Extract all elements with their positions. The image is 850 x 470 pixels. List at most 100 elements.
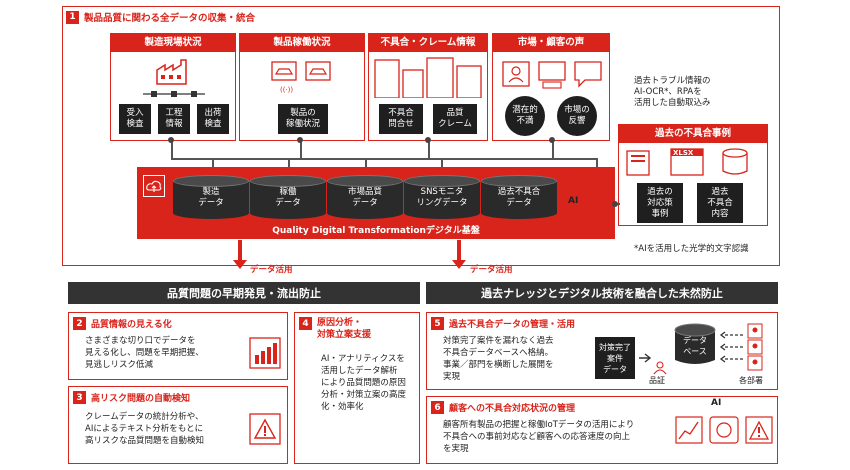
digital-platform: 製造 データ 稼働 データ 市場品質 データ SNSモニタ リングデータ 過去不… bbox=[137, 167, 615, 239]
xlsx-label: XLSX bbox=[673, 149, 694, 157]
source-title: 不具合・クレーム情報 bbox=[369, 34, 487, 52]
box-past-defect-mgmt: 5 過去不具合データの管理・活用 対策完了案件を漏れなく過去 不具合データベース… bbox=[426, 312, 778, 390]
arrow-shaft-left bbox=[238, 240, 242, 262]
quality-assurance-label: 品証 bbox=[649, 376, 665, 385]
box6-ai-label: AI bbox=[711, 398, 722, 408]
source-title: 製造現場状況 bbox=[111, 34, 235, 52]
box3-text: クレームデータの統計分析や、 AIによるテキスト分析をもとに 高リスクな品質問題… bbox=[85, 412, 205, 446]
source-title: 市場・顧客の声 bbox=[493, 34, 609, 52]
item-market-response: 市場の 反響 bbox=[557, 96, 597, 136]
box3-number: 3 bbox=[73, 391, 86, 404]
item-past-defect-contents: 過去 不具合 内容 bbox=[697, 183, 743, 223]
past-defect-cases: 過去の不具合事例 XLSX 過去の 対応策 事例 過去 不具合 内容 bbox=[618, 124, 768, 226]
platform-label: Quality Digital Transformationデジタル基盤 bbox=[272, 226, 480, 236]
arrow-right-icon bbox=[639, 353, 652, 363]
connector-dot bbox=[297, 137, 303, 143]
warning-icon bbox=[249, 413, 281, 445]
db-market-quality: 市場品質 データ bbox=[327, 175, 403, 219]
departments-icon bbox=[747, 323, 763, 371]
item-receiving-inspection: 受入 検査 bbox=[119, 104, 151, 134]
conveyor-icon bbox=[143, 91, 205, 97]
connector-dot bbox=[612, 201, 618, 207]
completed-case-card: 対策完了 案件 データ bbox=[595, 337, 635, 379]
customer-devices-icon bbox=[502, 61, 602, 89]
box6-text: 顧客所有製品の把握と稼働IoTデータの活用により 不具合への事前対応など顧客への… bbox=[443, 420, 635, 454]
banner-early-detection: 品質問題の早期発見・流出防止 bbox=[68, 282, 420, 304]
arrow-down-icon bbox=[452, 260, 466, 269]
item-quality-claims: 品質 クレーム bbox=[433, 104, 477, 134]
box5-text: 対策完了案件を漏れなく過去 不具合データベースへ格納。 事業／部門を横断した展開… bbox=[443, 336, 554, 382]
documents-icon bbox=[626, 148, 748, 176]
past-defect-title: 過去の不具合事例 bbox=[619, 125, 767, 143]
ai-label: AI bbox=[568, 196, 579, 206]
connector bbox=[441, 158, 443, 172]
connector bbox=[428, 141, 430, 160]
ai-brain-gear-icon bbox=[563, 170, 610, 192]
buildings-icon bbox=[374, 57, 482, 98]
source-market-voice: 市場・顧客の声 潜在的 不満 市場の 反響 bbox=[492, 33, 610, 141]
source-product-operation: 製品稼働状況 ((·)) 製品の 稼働状況 bbox=[239, 33, 365, 141]
connector-dot bbox=[168, 137, 174, 143]
db-label: 市場品質 データ bbox=[347, 187, 382, 208]
box6-number: 6 bbox=[431, 401, 444, 414]
connector bbox=[552, 141, 554, 160]
box4-title: 原因分析・ 対策立案支援 bbox=[317, 318, 372, 340]
connector bbox=[288, 158, 290, 172]
box-auto-detection: 3 高リスク問題の自動検知 クレームデータの統計分析や、 AIによるテキスト分析… bbox=[68, 386, 288, 464]
connector bbox=[171, 141, 173, 160]
person-icon bbox=[653, 361, 667, 375]
box5-title: 過去不具合データの管理・活用 bbox=[449, 320, 576, 330]
source-title: 製品稼働状況 bbox=[240, 34, 364, 52]
item-shipping-inspection: 出荷 検査 bbox=[197, 104, 229, 134]
dashed-arrows-icon bbox=[719, 331, 743, 363]
db-manufacturing: 製造 データ bbox=[173, 175, 249, 219]
data-usage-label-left: データ活用 bbox=[250, 265, 293, 275]
section-data-integration bbox=[62, 6, 780, 266]
arrow-down-icon bbox=[233, 260, 247, 269]
item-defect-inquiry: 不具合 問合せ bbox=[379, 104, 423, 134]
item-latent-dissatisfaction: 潜在的 不満 bbox=[505, 96, 545, 136]
vehicle-icon: ((·)) bbox=[271, 61, 331, 94]
svg-text:((·)): ((·)) bbox=[280, 86, 293, 94]
factory-icon bbox=[156, 59, 187, 85]
data-usage-label-right: データ活用 bbox=[470, 265, 513, 275]
connector bbox=[300, 141, 302, 160]
ai-ocr-note: 過去トラブル情報の AI-OCR*、RPAを 活用した自動取込み bbox=[634, 76, 711, 108]
box-root-cause: 4 原因分析・ 対策立案支援 AI・アナリティクスを 活用したデータ解析 により… bbox=[294, 312, 420, 464]
box4-number: 4 bbox=[299, 317, 312, 330]
departments-label: 各部署 bbox=[739, 376, 763, 385]
banner-prevention: 過去ナレッジとデジタル技術を融合した未然防止 bbox=[426, 282, 778, 304]
section1-header: 1 製品品質に関わる全データの収集・統合 bbox=[66, 10, 255, 24]
connector-dot bbox=[425, 137, 431, 143]
connector bbox=[596, 158, 598, 172]
box4-text: AI・アナリティクスを 活用したデータ解析 により品質問題の原因 分析・対策立案… bbox=[321, 354, 407, 412]
item-past-countermeasures: 過去の 対応策 事例 bbox=[637, 183, 683, 223]
db-sns-monitoring: SNSモニタ リングデータ bbox=[404, 175, 480, 219]
db-label: 稼働 データ bbox=[275, 187, 301, 208]
box2-number: 2 bbox=[73, 317, 86, 330]
db-operation: 稼働 データ bbox=[250, 175, 326, 219]
footnote: *AIを活用した光学的文字認識 bbox=[634, 244, 749, 254]
bar-chart-icon bbox=[249, 337, 281, 369]
database-icon bbox=[674, 323, 716, 364]
connector bbox=[171, 158, 597, 160]
database-label: データ ベース bbox=[683, 336, 707, 356]
source-defect-claims: 不具合・クレーム情報 不具合 問合せ 品質 クレーム bbox=[368, 33, 488, 141]
connector-dot bbox=[549, 137, 555, 143]
box-visualization: 2 品質情報の見える化 さまざまな切り口でデータを 見える化し、問題を早期把握、… bbox=[68, 312, 288, 380]
box6-title: 顧客への不具合対応状況の管理 bbox=[449, 404, 576, 414]
db-past-defects: 過去不具合 データ bbox=[481, 175, 557, 219]
cloud-upload-icon bbox=[143, 175, 165, 197]
section1-number: 1 bbox=[66, 10, 79, 24]
item-process-info: 工程 情報 bbox=[158, 104, 190, 134]
box2-text: さまざまな切り口でデータを 見える化し、問題を早期把握、 見逃しリスク低減 bbox=[85, 336, 204, 370]
source-manufacturing: 製造現場状況 受入 検査 工程 情報 出荷 検査 bbox=[110, 33, 236, 141]
box2-title: 品質情報の見える化 bbox=[91, 320, 172, 330]
box-customer-response: 6 顧客への不具合対応状況の管理 顧客所有製品の把握と稼働IoTデータの活用によ… bbox=[426, 396, 778, 464]
trend-ai-warning-icons bbox=[675, 416, 773, 444]
arrow-shaft-right bbox=[457, 240, 461, 262]
section1-title: 製品品質に関わる全データの収集・統合 bbox=[84, 13, 256, 24]
connector bbox=[212, 158, 214, 172]
item-operation-status: 製品の 稼働状況 bbox=[278, 104, 328, 134]
box3-title: 高リスク問題の自動検知 bbox=[91, 394, 191, 404]
